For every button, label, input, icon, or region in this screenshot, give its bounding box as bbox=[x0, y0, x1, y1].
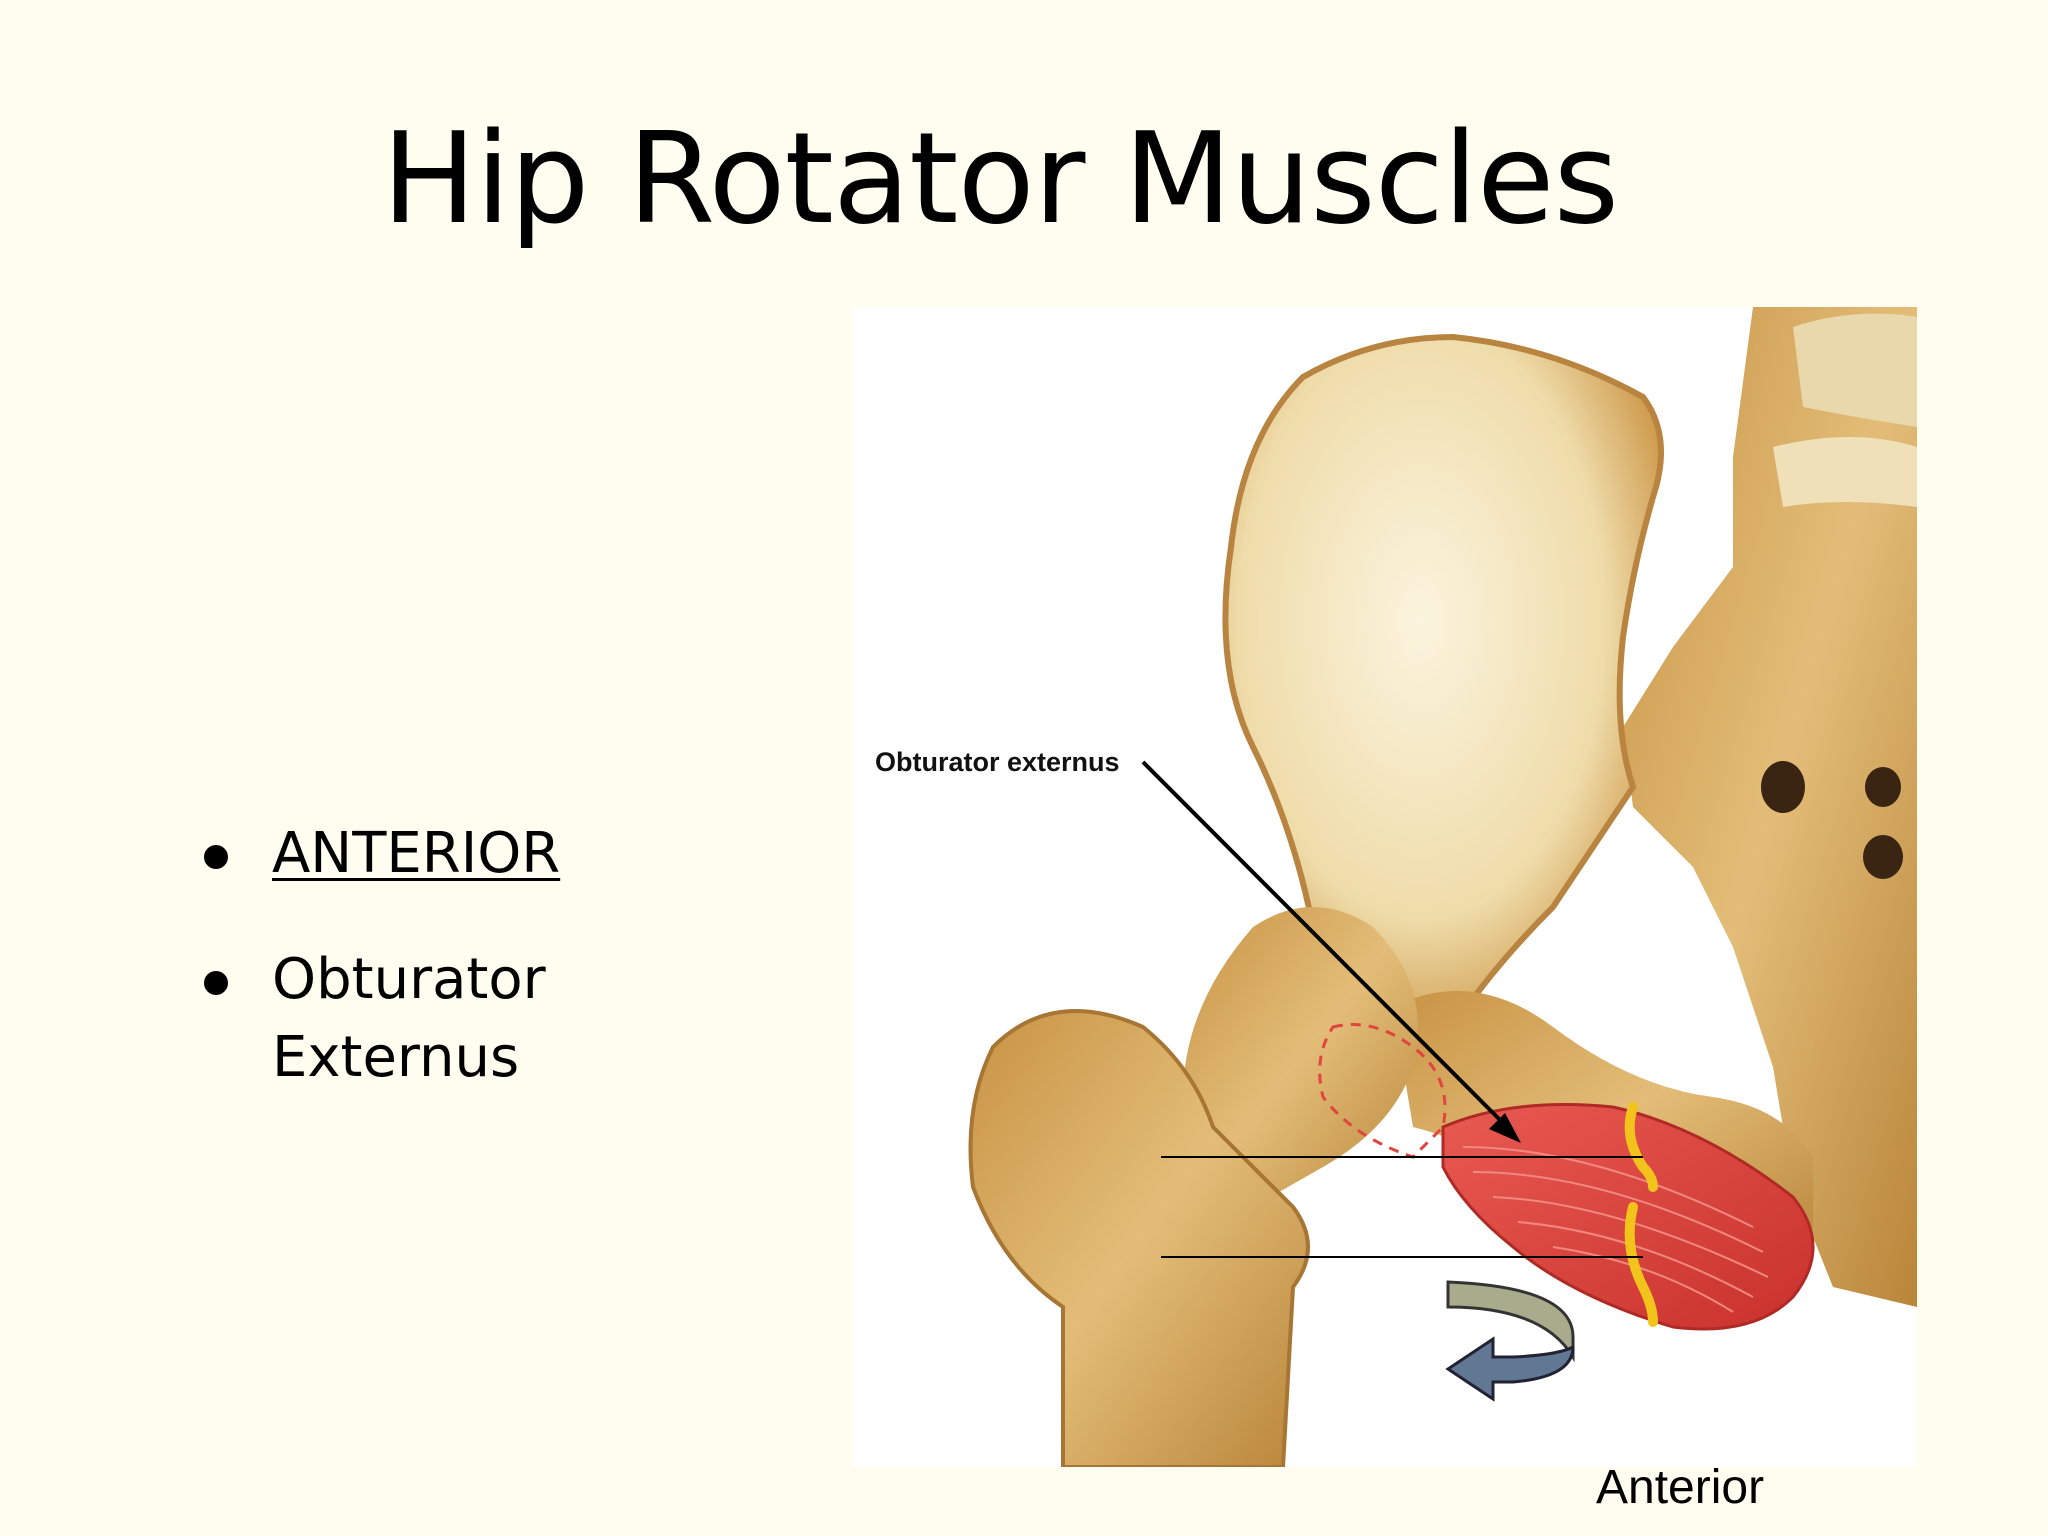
rotation-arrow-front bbox=[1445, 1336, 1575, 1402]
figure-label-obturator-externus: Obturator externus bbox=[875, 747, 1120, 777]
ilium-shape bbox=[1222, 333, 1664, 1051]
figure-caption: Anterior bbox=[1596, 1461, 1765, 1514]
slide-title: Hip Rotator Muscles bbox=[381, 105, 1619, 252]
rotation-arrow-back bbox=[1446, 1280, 1575, 1363]
yellow-marker bbox=[1624, 1102, 1658, 1192]
femur-shaft-shape bbox=[968, 1009, 1310, 1467]
bullet-text-anterior: ANTERIOR bbox=[272, 821, 561, 886]
bullet-dot-icon bbox=[204, 845, 228, 869]
bullet-list: ANTERIOR Obturator Externus bbox=[200, 815, 560, 1145]
sacral-foramen bbox=[1863, 835, 1903, 879]
sacral-foramen bbox=[1865, 767, 1901, 807]
bullet-text-line-1: Obturator bbox=[272, 947, 546, 1012]
insertion-outline bbox=[1318, 1023, 1447, 1159]
bullet-item-anterior: ANTERIOR bbox=[200, 815, 560, 893]
sacral-foramen bbox=[1761, 761, 1805, 813]
vertebra-shape bbox=[1793, 313, 1917, 427]
pointer-arrow-line bbox=[1141, 760, 1515, 1135]
vertebra-shape bbox=[1773, 437, 1917, 507]
bullet-dot-icon bbox=[204, 971, 228, 995]
pointer-arrowhead bbox=[1489, 1113, 1521, 1143]
bullet-text-line-2: Externus bbox=[272, 1025, 520, 1090]
bullet-item-obturator-externus: Obturator Externus bbox=[200, 941, 560, 1097]
yellow-marker bbox=[1624, 1202, 1658, 1327]
anatomy-figure: Obturator externus bbox=[853, 307, 1917, 1467]
hip-anatomy-illustration bbox=[968, 307, 1917, 1467]
